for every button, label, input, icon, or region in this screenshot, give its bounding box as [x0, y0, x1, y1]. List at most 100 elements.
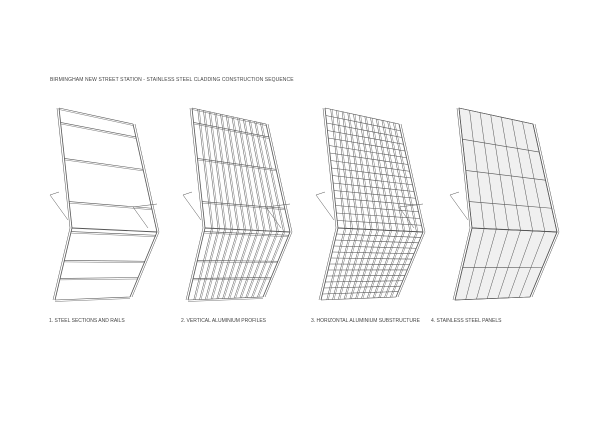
rail [197, 260, 278, 262]
edge-column [134, 123, 160, 233]
vertical-profile [214, 112, 232, 230]
vertical-profile [254, 121, 278, 232]
panel-joint-vertical [486, 229, 509, 299]
panel-joint-vertical [497, 230, 521, 299]
rail [330, 160, 410, 172]
stage-1-label: 1. STEEL SECTIONS AND RAILS [49, 318, 125, 324]
stage-3-label: 3. HORIZONTAL ALUMINIUM SUBSTRUCTURE [311, 318, 420, 324]
vertical-profile [210, 229, 232, 300]
vertical-profile [248, 120, 271, 232]
edge-column [267, 123, 293, 233]
edge-column [58, 107, 73, 229]
support-bracket [182, 191, 193, 196]
fold-edge [71, 227, 158, 233]
edge-column [131, 231, 160, 298]
edge-column [129, 231, 158, 298]
vertical-profile [227, 115, 246, 230]
rail [336, 233, 421, 238]
rail [333, 245, 417, 249]
rail [329, 145, 407, 159]
support-bracket [49, 194, 69, 221]
rail [324, 107, 400, 125]
panel-joint-vertical [501, 117, 521, 231]
vertical-profile [244, 119, 266, 231]
rail [329, 152, 409, 165]
rail [325, 280, 403, 283]
vertical-profile [199, 228, 219, 300]
edge-column [452, 227, 471, 301]
stage-4-drawing [449, 107, 560, 301]
vertical-profile [220, 114, 238, 230]
cladding-panel-surface [458, 107, 558, 233]
edge-column [265, 123, 291, 233]
edge-column [56, 107, 71, 229]
vertical-profile [208, 111, 225, 229]
rail [326, 275, 406, 277]
rail [187, 296, 264, 301]
rail [320, 296, 397, 301]
edge-column [531, 231, 560, 298]
panel-joint-vertical [490, 114, 509, 230]
vertical-profile [225, 115, 245, 230]
rail [330, 257, 412, 260]
rail [335, 205, 419, 213]
stage-3-drawing [315, 107, 426, 301]
rail [334, 197, 418, 206]
fold-edge [204, 227, 291, 233]
rail [60, 278, 139, 281]
vertical-profile [247, 231, 273, 298]
rail [71, 231, 156, 236]
rail [60, 122, 136, 138]
edge-column [189, 107, 204, 229]
support-bracket [265, 203, 291, 208]
edge-column [458, 107, 473, 229]
support-bracket [398, 203, 424, 208]
edge-column [191, 107, 206, 229]
support-bracket [315, 191, 326, 196]
vertical-profile [212, 229, 233, 300]
cladding-panel-surface [454, 227, 558, 301]
diagram-title: BIRMINGHAM NEW STREET STATION - STAINLES… [50, 77, 294, 83]
panel-joint-horizontal [462, 138, 540, 153]
vertical-profile [233, 116, 253, 231]
stage-2-label: 2. VERTICAL ALUMINIUM PROFILES [181, 318, 267, 324]
vertical-profile [229, 230, 253, 299]
vertical-profile [261, 122, 286, 232]
edge-column [456, 107, 471, 229]
rail [204, 231, 289, 236]
rail [202, 202, 285, 210]
rail [202, 201, 285, 209]
panel-joint-horizontal [454, 296, 531, 301]
vertical-profile [197, 109, 212, 229]
vertical-profile [252, 231, 279, 298]
rail [325, 115, 401, 132]
rail [64, 158, 144, 170]
edge-column [52, 227, 71, 301]
edge-column [262, 231, 291, 298]
vertical-profile [216, 229, 238, 299]
vertical-profile [205, 228, 225, 300]
vertical-profile [195, 228, 214, 300]
rail [60, 277, 139, 279]
rail [58, 107, 134, 125]
rail [336, 212, 421, 219]
vertical-profile [235, 230, 259, 299]
rail [191, 109, 267, 126]
support-bracket [49, 191, 60, 196]
rail [193, 277, 272, 279]
vertical-profile [200, 228, 220, 300]
support-bracket [449, 194, 469, 221]
edge-column [534, 123, 560, 233]
edge-column [529, 231, 558, 298]
rail [54, 296, 131, 301]
panel-joint-vertical [469, 110, 485, 229]
fold-edge [471, 227, 558, 233]
rail [326, 122, 403, 138]
vertical-profile [233, 230, 258, 299]
support-bracket [132, 206, 149, 229]
vertical-profile [210, 111, 227, 229]
edge-column [264, 231, 293, 298]
rail [328, 137, 406, 152]
edge-column [454, 227, 473, 301]
